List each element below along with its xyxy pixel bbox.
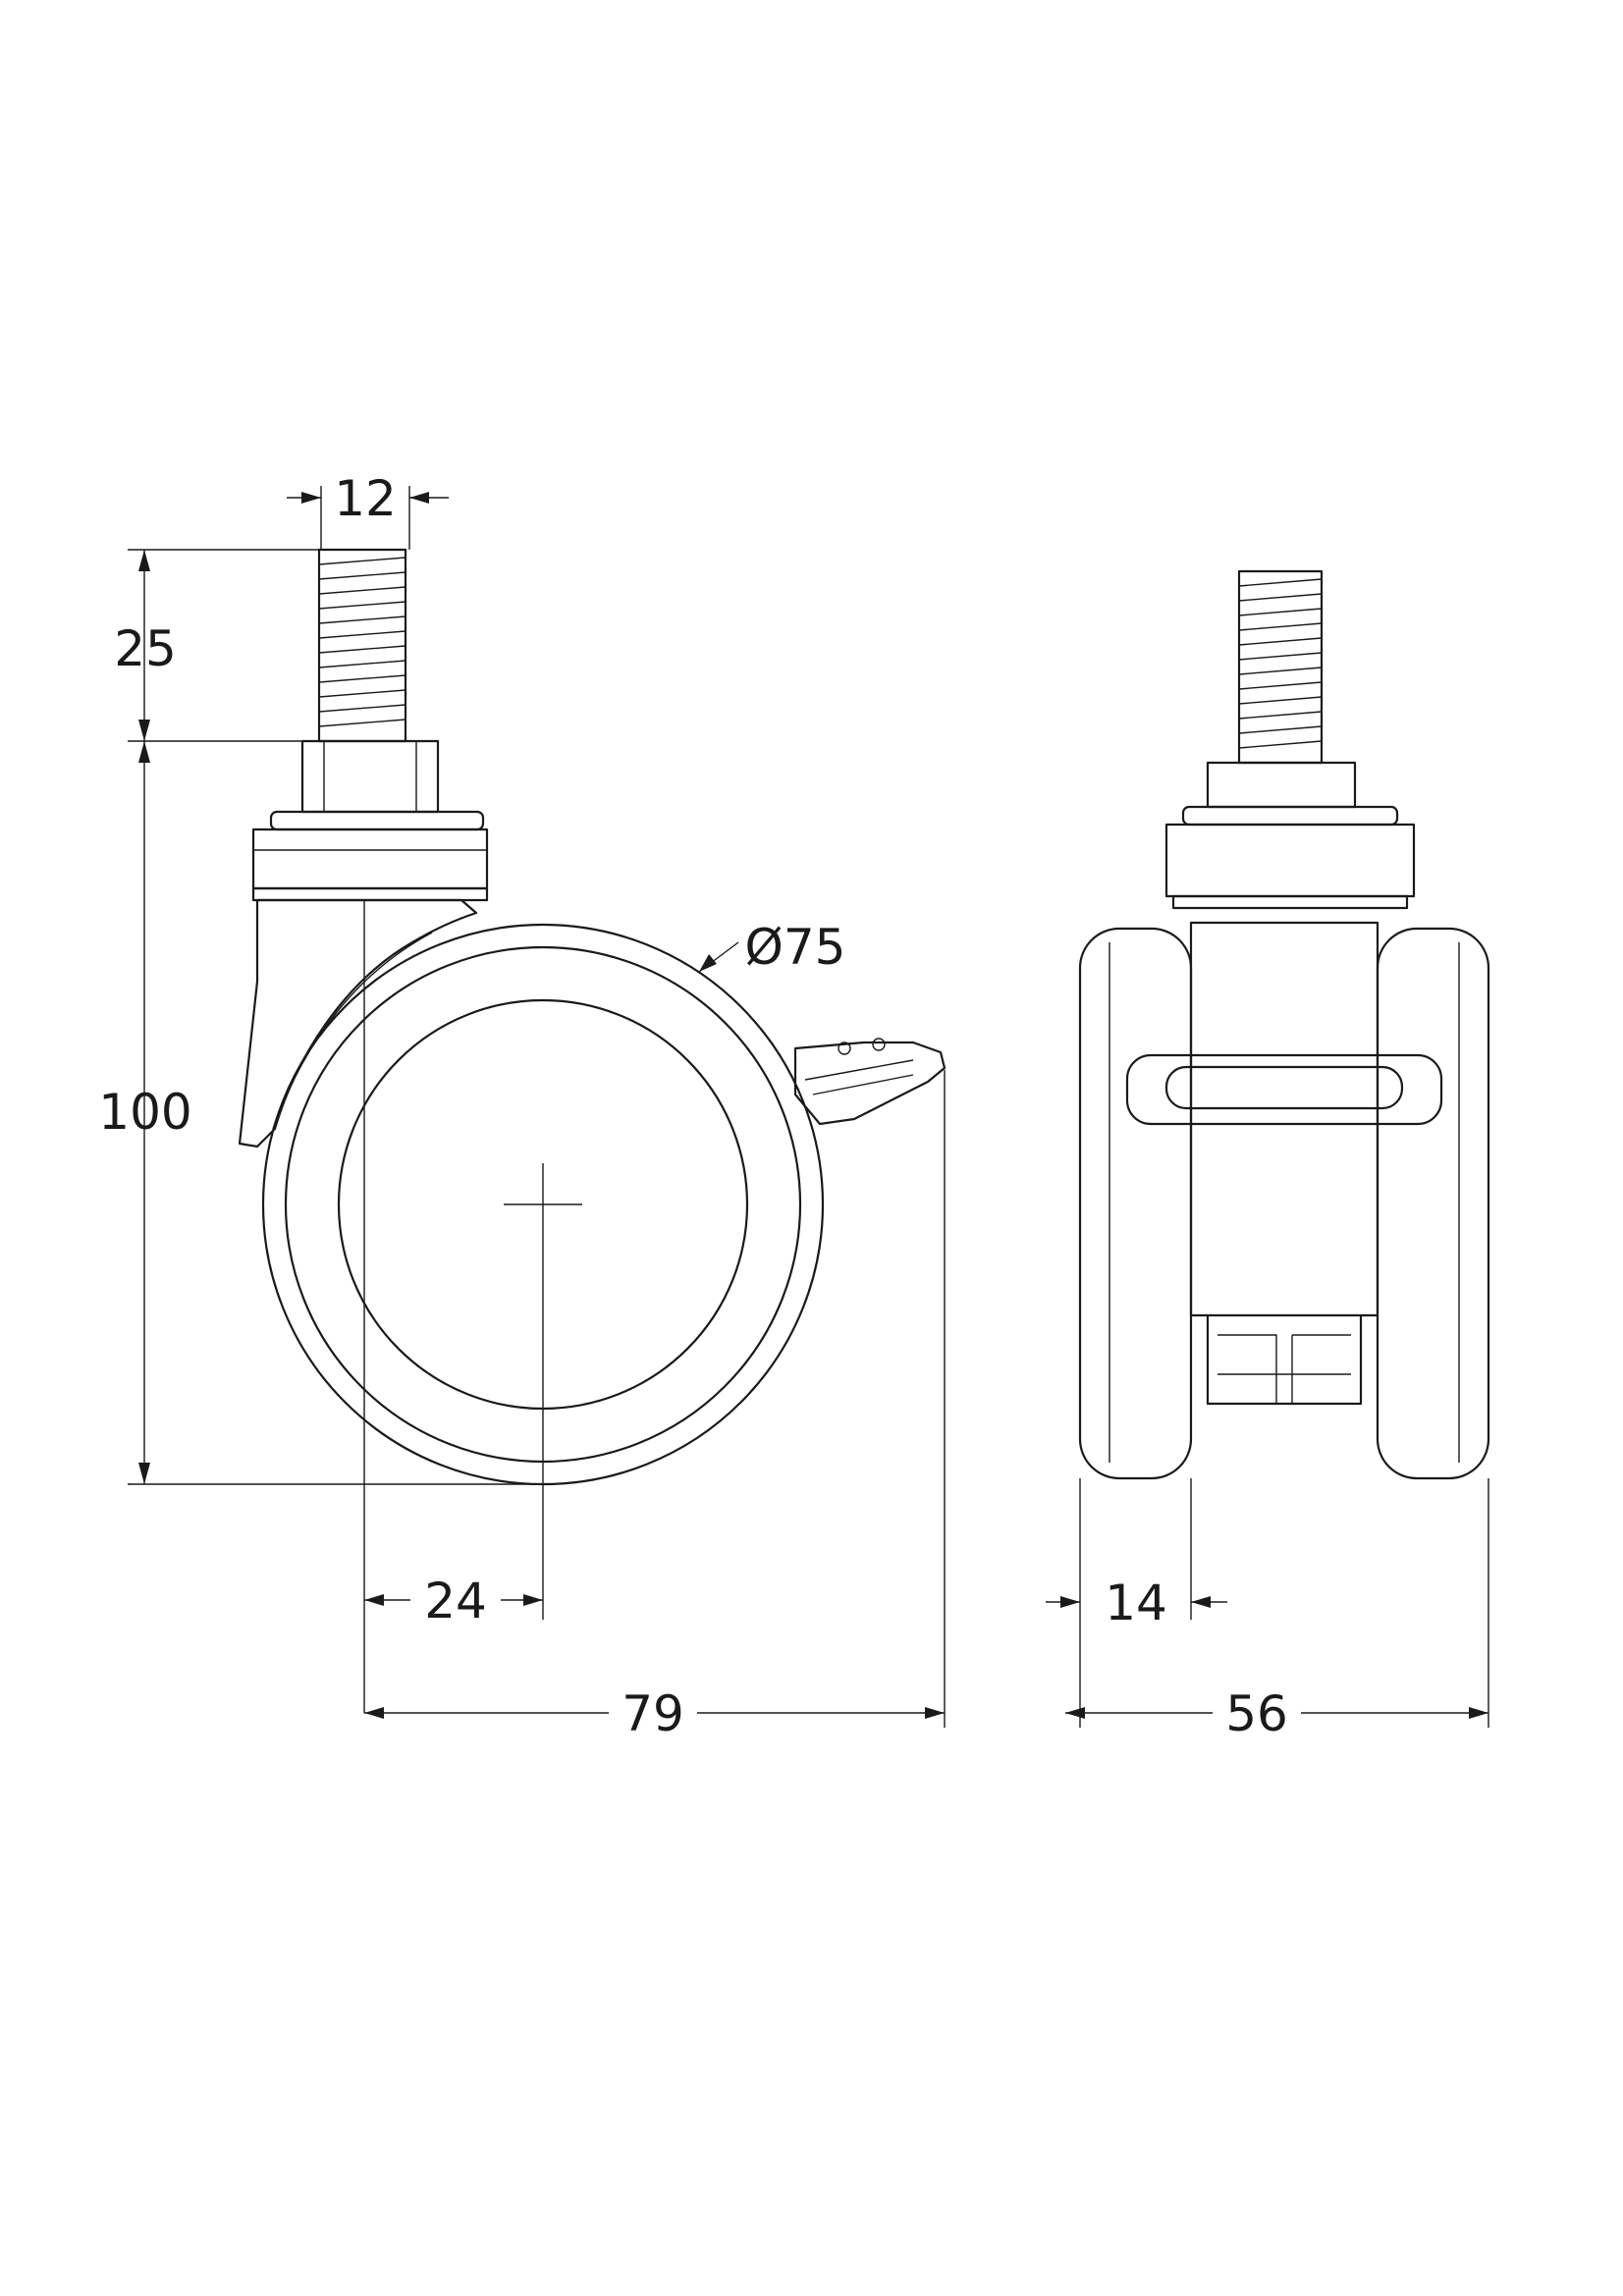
swivel-head	[251, 828, 489, 902]
label-total-height: 100	[98, 1084, 191, 1141]
label-wheel-diameter: Ø75	[745, 919, 846, 976]
label-thread-diameter: 12	[334, 470, 397, 527]
front-brake-pedal	[1125, 1053, 1443, 1126]
dim-total-width	[1065, 1478, 1489, 1728]
front-housing	[1189, 921, 1380, 1406]
dim-wheel-leader	[698, 941, 739, 973]
front-view	[1078, 569, 1490, 1480]
label-total-length: 79	[622, 1685, 684, 1742]
dim-vertical	[128, 549, 543, 1485]
label-total-width: 56	[1225, 1685, 1288, 1742]
front-threaded-stud	[1237, 569, 1324, 765]
hex-nut	[269, 739, 485, 831]
dimension-lines	[128, 486, 1489, 1728]
dimension-labels: 12 25 100 Ø75 24 79 14 56	[98, 470, 1288, 1742]
label-thread-length: 25	[114, 620, 177, 677]
dim-offset	[363, 900, 544, 1713]
threaded-stud	[317, 548, 407, 743]
fork-housing	[238, 898, 478, 1148]
front-hex-nut	[1181, 761, 1399, 827]
dim-thread-diameter	[287, 486, 449, 550]
front-wheels	[1078, 927, 1490, 1480]
front-swivel-head	[1164, 823, 1416, 898]
label-offset: 24	[424, 1573, 487, 1629]
dim-total-length	[364, 1070, 946, 1728]
brake-pedal	[793, 1038, 947, 1126]
side-view	[238, 548, 947, 1486]
label-tread-width: 14	[1105, 1575, 1167, 1631]
dim-tread-width	[1046, 1478, 1227, 1728]
